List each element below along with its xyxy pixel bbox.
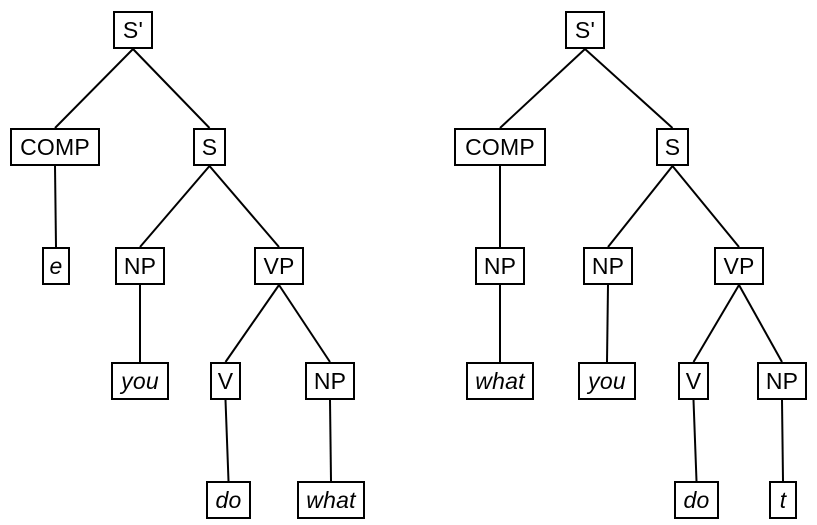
tree-edge-R-VP-to-R-NP2	[738, 284, 783, 363]
tree-node-l-e: e	[42, 247, 70, 285]
tree-edge-L-S-to-L-NP1	[139, 165, 211, 248]
tree-node-l-np1: NP	[115, 247, 165, 285]
tree-node-r-v: V	[678, 362, 709, 400]
tree-node-l-v: V	[210, 362, 241, 400]
tree-node-l-np2: NP	[305, 362, 355, 400]
tree-node-l-comp: COMP	[10, 128, 100, 166]
tree-edge-R-Sbar-to-R-S	[584, 48, 674, 129]
tree-node-r-vp: VP	[714, 247, 764, 285]
tree-edge-R-S-to-R-VP	[671, 165, 740, 248]
tree-node-l-what: what	[297, 481, 365, 519]
tree-node-r-comp: COMP	[454, 128, 546, 166]
tree-edge-L-Sbar-to-L-COMP	[54, 48, 134, 129]
tree-edge-L-NP2-to-L-what	[329, 399, 332, 482]
tree-edge-L-COMP-to-L-e	[54, 165, 57, 248]
tree-edge-L-Sbar-to-L-S	[132, 48, 211, 129]
tree-node-r-np0: NP	[475, 247, 525, 285]
tree-edge-L-VP-to-L-V	[224, 284, 280, 363]
tree-edge-R-NP1-to-R-you	[606, 284, 609, 363]
tree-edge-R-NP2-to-R-t	[781, 399, 784, 482]
tree-edge-R-V-to-R-do	[692, 399, 698, 482]
tree-node-r-np2: NP	[757, 362, 807, 400]
tree-node-r-what: what	[466, 362, 534, 400]
tree-node-r-sbar: S'	[565, 11, 605, 49]
tree-node-r-s: S	[656, 128, 689, 166]
tree-edge-R-S-to-R-NP1	[607, 165, 674, 248]
tree-node-l-you: you	[111, 362, 169, 400]
tree-edge-L-S-to-L-VP	[208, 165, 280, 248]
tree-node-r-do: do	[674, 481, 719, 519]
tree-node-l-vp: VP	[254, 247, 304, 285]
tree-edge-R-Sbar-to-R-COMP	[499, 48, 586, 129]
tree-node-r-t: t	[769, 481, 797, 519]
tree-node-l-do: do	[206, 481, 251, 519]
tree-node-r-np1: NP	[583, 247, 633, 285]
tree-node-l-sbar: S'	[113, 11, 153, 49]
tree-edge-L-V-to-L-do	[224, 399, 230, 482]
tree-edge-R-VP-to-R-V	[692, 284, 740, 363]
tree-edge-L-VP-to-L-NP2	[278, 284, 331, 363]
tree-node-l-s: S	[193, 128, 226, 166]
tree-node-r-you: you	[578, 362, 636, 400]
